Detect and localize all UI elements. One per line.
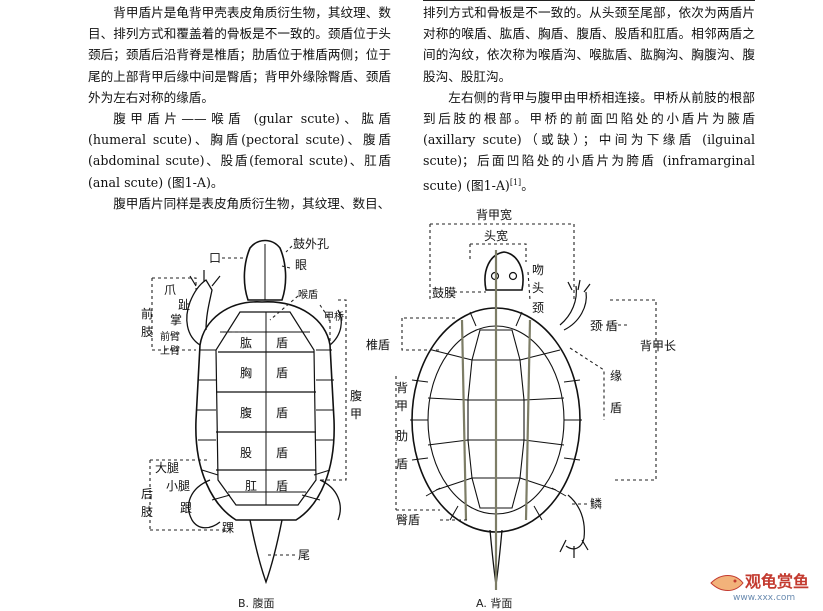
paragraph-end: 。: [521, 177, 534, 193]
text-column-left: 背甲盾片是龟背甲壳表皮角质衍生物，其纹理、数目、排列方式和覆盖着的骨板是不一致的…: [88, 2, 391, 214]
paragraph: 腹甲盾片同样是表皮角质衍生物，其纹理、数目、: [113, 195, 391, 211]
label-pygal: 臀盾: [396, 513, 420, 527]
label-scute: 盾: [276, 446, 288, 460]
label-foot: 踝: [222, 521, 234, 535]
label-pectoral: 胸: [240, 365, 252, 380]
watermark-title: 观龟赏鱼: [745, 572, 809, 591]
label-plastron-1: 腹: [350, 389, 362, 403]
label-hind-1: 后: [141, 487, 153, 501]
label-scute: 盾: [276, 479, 288, 493]
label-bridge: 甲桥: [324, 311, 344, 323]
label-shank: 小腿: [166, 479, 190, 493]
carapace-drawing: [410, 251, 591, 586]
label-humeral: 肱: [240, 335, 252, 350]
label-claw: 爪: [164, 283, 176, 297]
carapace-labels: 背甲宽 头宽 鼓膜 吻 头 颈 椎盾 颈 盾 背甲长 缘 盾 背 甲 肋 盾 臀…: [366, 207, 676, 610]
citation-ref: [1]: [509, 177, 522, 187]
label-scute: 盾: [276, 406, 288, 420]
label-gular: 喉盾: [298, 289, 318, 301]
watermark-logo: 观龟赏鱼 www.xxx.com: [705, 569, 817, 603]
label-head-width: 头宽: [484, 228, 508, 243]
label-scale: 鳞: [590, 497, 602, 511]
carapace-callouts: [395, 223, 657, 521]
label-vertebral: 椎盾: [366, 337, 390, 352]
label-plastron-2: 甲: [350, 407, 362, 421]
top-rule: [423, 0, 755, 1]
paragraph: 腹甲盾片——喉盾 (gular scute)、肱盾 (humeral scute…: [88, 111, 391, 190]
paragraph: 背甲盾片是龟背甲壳表皮角质衍生物，其纹理、数目、排列方式和覆盖着的骨板是不一致的…: [88, 5, 391, 105]
carapace-measure-lines: [460, 250, 532, 590]
label-digit: 趾: [178, 298, 190, 312]
plastron-drawing: [186, 239, 342, 585]
label-fore-1: 前: [141, 306, 153, 321]
label-anal: 肛: [245, 479, 257, 493]
label-forearm: 前臂: [160, 330, 180, 343]
label-hind-2: 肢: [141, 504, 153, 519]
label-mouth: 口: [209, 251, 221, 265]
text-column-right: 排列方式和骨板是不一致的。从头颈至尾部，依次为两盾片对称的喉盾、肱盾、胸盾、腹盾…: [423, 2, 755, 196]
watermark-url: www.xxx.com: [733, 593, 795, 603]
paragraph: 左右侧的背甲与腹甲由甲桥相连接。甲桥从前肢的根部到后肢的根部。甲桥的前面凹陷处的…: [423, 87, 755, 196]
label-costal-4: 盾: [396, 457, 408, 471]
label-abdominal: 腹: [240, 406, 252, 420]
figure-a-caption: A. 背面: [476, 596, 512, 610]
label-upperarm: 上臂: [160, 344, 180, 357]
label-thigh: 大腿: [155, 461, 179, 475]
label-scute: 盾: [276, 366, 288, 380]
plastron-labels: 口 鼓外孔 眼 喉盾 甲桥 肱 盾 胸 盾 腹 盾 股 盾 肛 盾 腹 甲 爪 …: [141, 237, 362, 610]
label-neck: 颈: [532, 301, 544, 315]
label-tail: 尾: [298, 548, 310, 562]
label-head: 头: [532, 281, 544, 295]
label-costal-2: 甲: [396, 399, 408, 413]
label-scute: 盾: [276, 336, 288, 350]
label-heel: 跟: [180, 501, 192, 515]
paragraph: 排列方式和骨板是不一致的。从头颈至尾部，依次为两盾片对称的喉盾、肱盾、胸盾、腹盾…: [423, 5, 755, 84]
label-tympanum: 鼓膜: [432, 286, 456, 300]
paragraph-text: 左右侧的背甲与腹甲由甲桥相连接。甲桥从前肢的根部到后肢的根部。甲桥的前面凹陷处的…: [423, 89, 755, 193]
label-hand: 掌: [170, 313, 182, 327]
label-neck-scute: 颈 盾: [590, 319, 618, 333]
label-carapace-length: 背甲长: [640, 339, 676, 353]
label-marginal-2: 盾: [610, 401, 622, 415]
label-snout: 吻: [532, 263, 544, 277]
label-eye: 眼: [295, 258, 307, 272]
watermark-fish-icon: 观龟赏鱼 www.xxx.com: [710, 572, 809, 603]
label-femoral: 股: [240, 446, 252, 460]
plastron-callouts: [149, 245, 347, 556]
label-costal-1: 背: [396, 381, 408, 395]
figure-b-caption: B. 腹面: [238, 596, 275, 610]
label-costal-3: 肋: [396, 428, 408, 443]
label-marginal-1: 缘: [610, 369, 622, 383]
label-fore-2: 肢: [141, 324, 153, 339]
label-carapace-width: 背甲宽: [476, 207, 512, 222]
label-ear: 鼓外孔: [293, 237, 329, 251]
